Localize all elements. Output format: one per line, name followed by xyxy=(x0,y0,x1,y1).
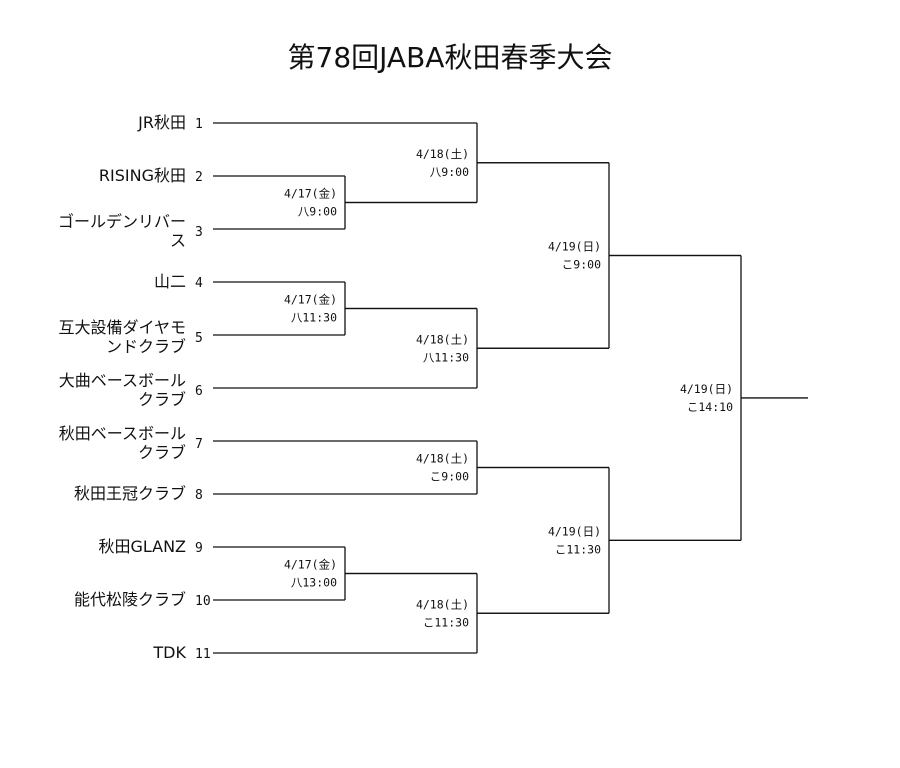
match-time: 八11:30 xyxy=(423,350,469,364)
team-name: 秋田GLANZ xyxy=(98,537,186,556)
team-name: ゴールデンリバー xyxy=(58,212,186,231)
team-seed: 5 xyxy=(195,331,203,346)
team-seed: 10 xyxy=(195,594,211,609)
page-title: 第78回JABA秋田春季大会 xyxy=(287,41,613,74)
team-seed: 2 xyxy=(195,170,203,185)
team-name: クラブ xyxy=(138,443,186,462)
team-seed: 8 xyxy=(195,488,203,503)
match-time: 八13:00 xyxy=(291,576,337,590)
team-name: TDK xyxy=(152,643,186,662)
team-name: 秋田王冠クラブ xyxy=(74,484,186,503)
team-seed: 6 xyxy=(195,384,203,399)
team-name: ス xyxy=(170,231,186,250)
match-date: 4/19(日) xyxy=(548,524,601,538)
match-time: こ11:30 xyxy=(423,615,469,629)
match-date: 4/18(土) xyxy=(416,147,469,161)
match-date: 4/18(土) xyxy=(416,332,469,346)
match-date: 4/17(金) xyxy=(284,293,337,307)
match-date: 4/18(土) xyxy=(416,597,469,611)
team-name: クラブ xyxy=(138,390,186,409)
team-seed: 11 xyxy=(195,647,211,662)
team-name: 互大設備ダイヤモ xyxy=(58,318,186,337)
team-name: RISING秋田 xyxy=(99,166,186,185)
team-seed: 1 xyxy=(195,117,203,132)
team-name: JR秋田 xyxy=(137,113,186,132)
team-seed: 4 xyxy=(195,276,203,291)
match-time: 八11:30 xyxy=(291,311,337,325)
team-seed: 9 xyxy=(195,541,203,556)
team-name: ンドクラブ xyxy=(106,337,186,356)
team-seed: 3 xyxy=(195,225,203,240)
match-time: 八9:00 xyxy=(430,165,469,179)
match-time: 八9:00 xyxy=(298,205,337,219)
match-date: 4/18(土) xyxy=(416,452,469,466)
team-name: 山二 xyxy=(154,272,186,291)
team-name: 秋田ベースボール xyxy=(59,424,186,443)
match-time: こ9:00 xyxy=(562,258,601,272)
team-seed: 7 xyxy=(195,437,203,452)
match-time: こ14:10 xyxy=(687,400,733,414)
match-date: 4/17(金) xyxy=(284,558,337,572)
team-name: 大曲ベースボール xyxy=(59,371,186,390)
match-date: 4/17(金) xyxy=(284,187,337,201)
match-date: 4/19(日) xyxy=(680,382,733,396)
match-date: 4/19(日) xyxy=(548,240,601,254)
match-time: こ11:30 xyxy=(555,542,601,556)
team-name: 能代松陵クラブ xyxy=(74,590,186,609)
match-time: こ9:00 xyxy=(430,470,469,484)
